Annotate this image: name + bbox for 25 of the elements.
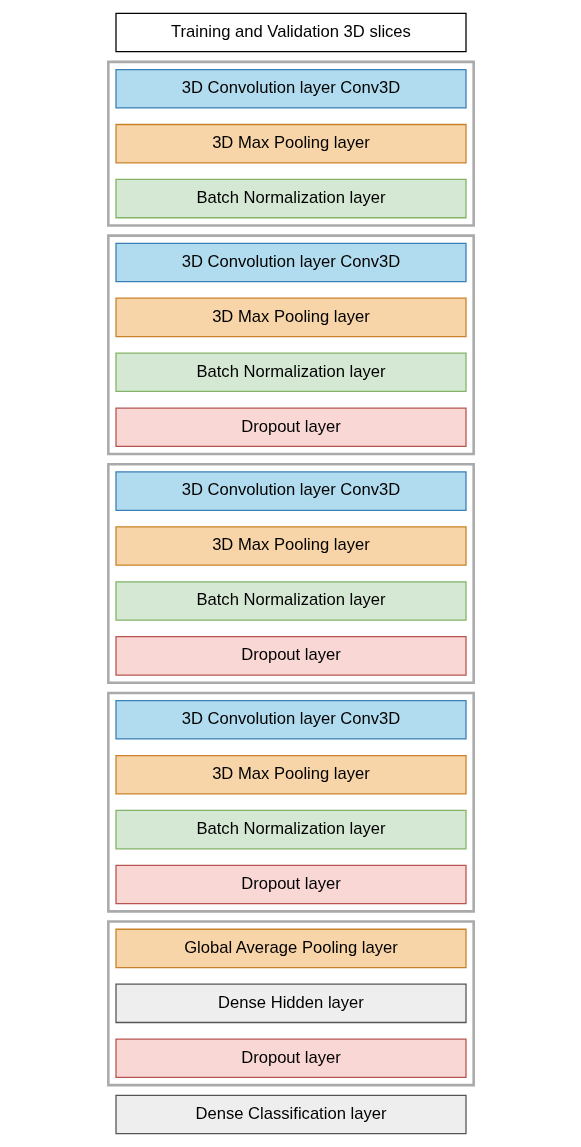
node-box: Batch Normalization layer xyxy=(114,352,467,393)
node-box: 3D Max Pooling layer xyxy=(114,297,467,338)
node-box: Batch Normalization layer xyxy=(114,178,467,219)
node-box: Dropout layer xyxy=(114,864,467,905)
node-box: Dense Classification layer xyxy=(114,1094,467,1135)
node-box: 3D Convolution layer Conv3D xyxy=(114,699,467,740)
node-box: 3D Convolution layer Conv3D xyxy=(114,471,467,511)
node-box: Batch Normalization layer xyxy=(114,581,467,621)
node-box: Dropout layer xyxy=(114,407,467,448)
node-box: Global Average Pooling layer xyxy=(114,928,467,969)
cluster xyxy=(106,234,475,456)
node-box: 3D Max Pooling layer xyxy=(114,123,467,164)
node-box: 3D Max Pooling layer xyxy=(114,754,467,795)
node-box: Batch Normalization layer xyxy=(114,809,467,850)
node-box: 3D Convolution layer Conv3D xyxy=(114,68,467,109)
node-box: Dense Hidden layer xyxy=(114,983,467,1024)
node-box: Dropout layer xyxy=(114,1038,467,1079)
cluster xyxy=(106,691,475,913)
node-box: Training and Validation 3D slices xyxy=(114,12,467,53)
node-box: 3D Max Pooling layer xyxy=(114,526,467,566)
cluster xyxy=(106,920,475,1087)
cluster xyxy=(106,60,475,227)
node-box: 3D Convolution layer Conv3D xyxy=(114,242,467,283)
cluster xyxy=(106,463,475,684)
node-box: Dropout layer xyxy=(114,636,467,676)
